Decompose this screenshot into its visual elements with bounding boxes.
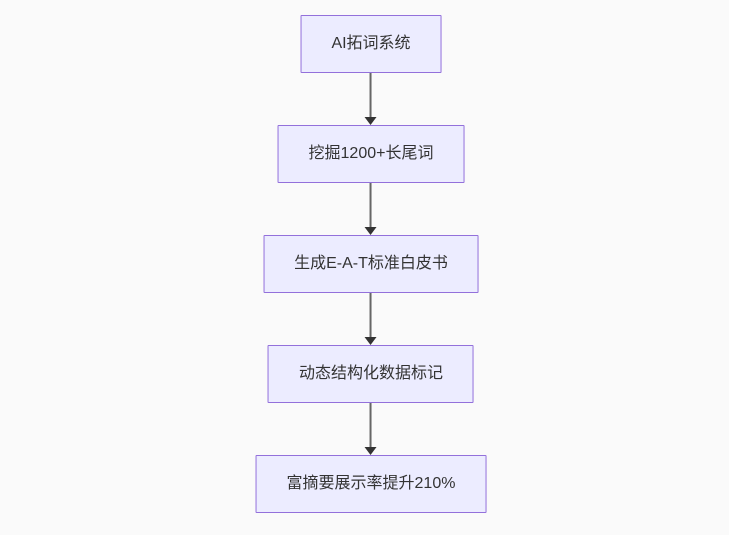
node-longtail-keyword-mining: 挖掘1200+长尾词 [277, 125, 465, 183]
node-eat-whitepaper-generation: 生成E-A-T标准白皮书 [263, 235, 479, 293]
arrow-down-icon [365, 337, 377, 345]
arrow-down-icon [365, 447, 377, 455]
connector-4-5 [365, 403, 377, 455]
connector-3-4 [365, 293, 377, 345]
arrow-shaft [370, 183, 372, 227]
node-rich-snippet-rate-increase: 富摘要展示率提升210% [255, 455, 487, 513]
node-ai-keyword-expansion-system: AI拓词系统 [300, 15, 442, 73]
connector-1-2 [365, 73, 377, 125]
arrow-shaft [370, 403, 372, 447]
arrow-down-icon [365, 227, 377, 235]
arrow-down-icon [365, 117, 377, 125]
connector-2-3 [365, 183, 377, 235]
node-dynamic-structured-data-markup: 动态结构化数据标记 [267, 345, 474, 403]
flowchart: AI拓词系统 挖掘1200+长尾词 生成E-A-T标准白皮书 动态结构化数据标记… [255, 15, 487, 513]
arrow-shaft [370, 293, 372, 337]
arrow-shaft [370, 73, 372, 117]
